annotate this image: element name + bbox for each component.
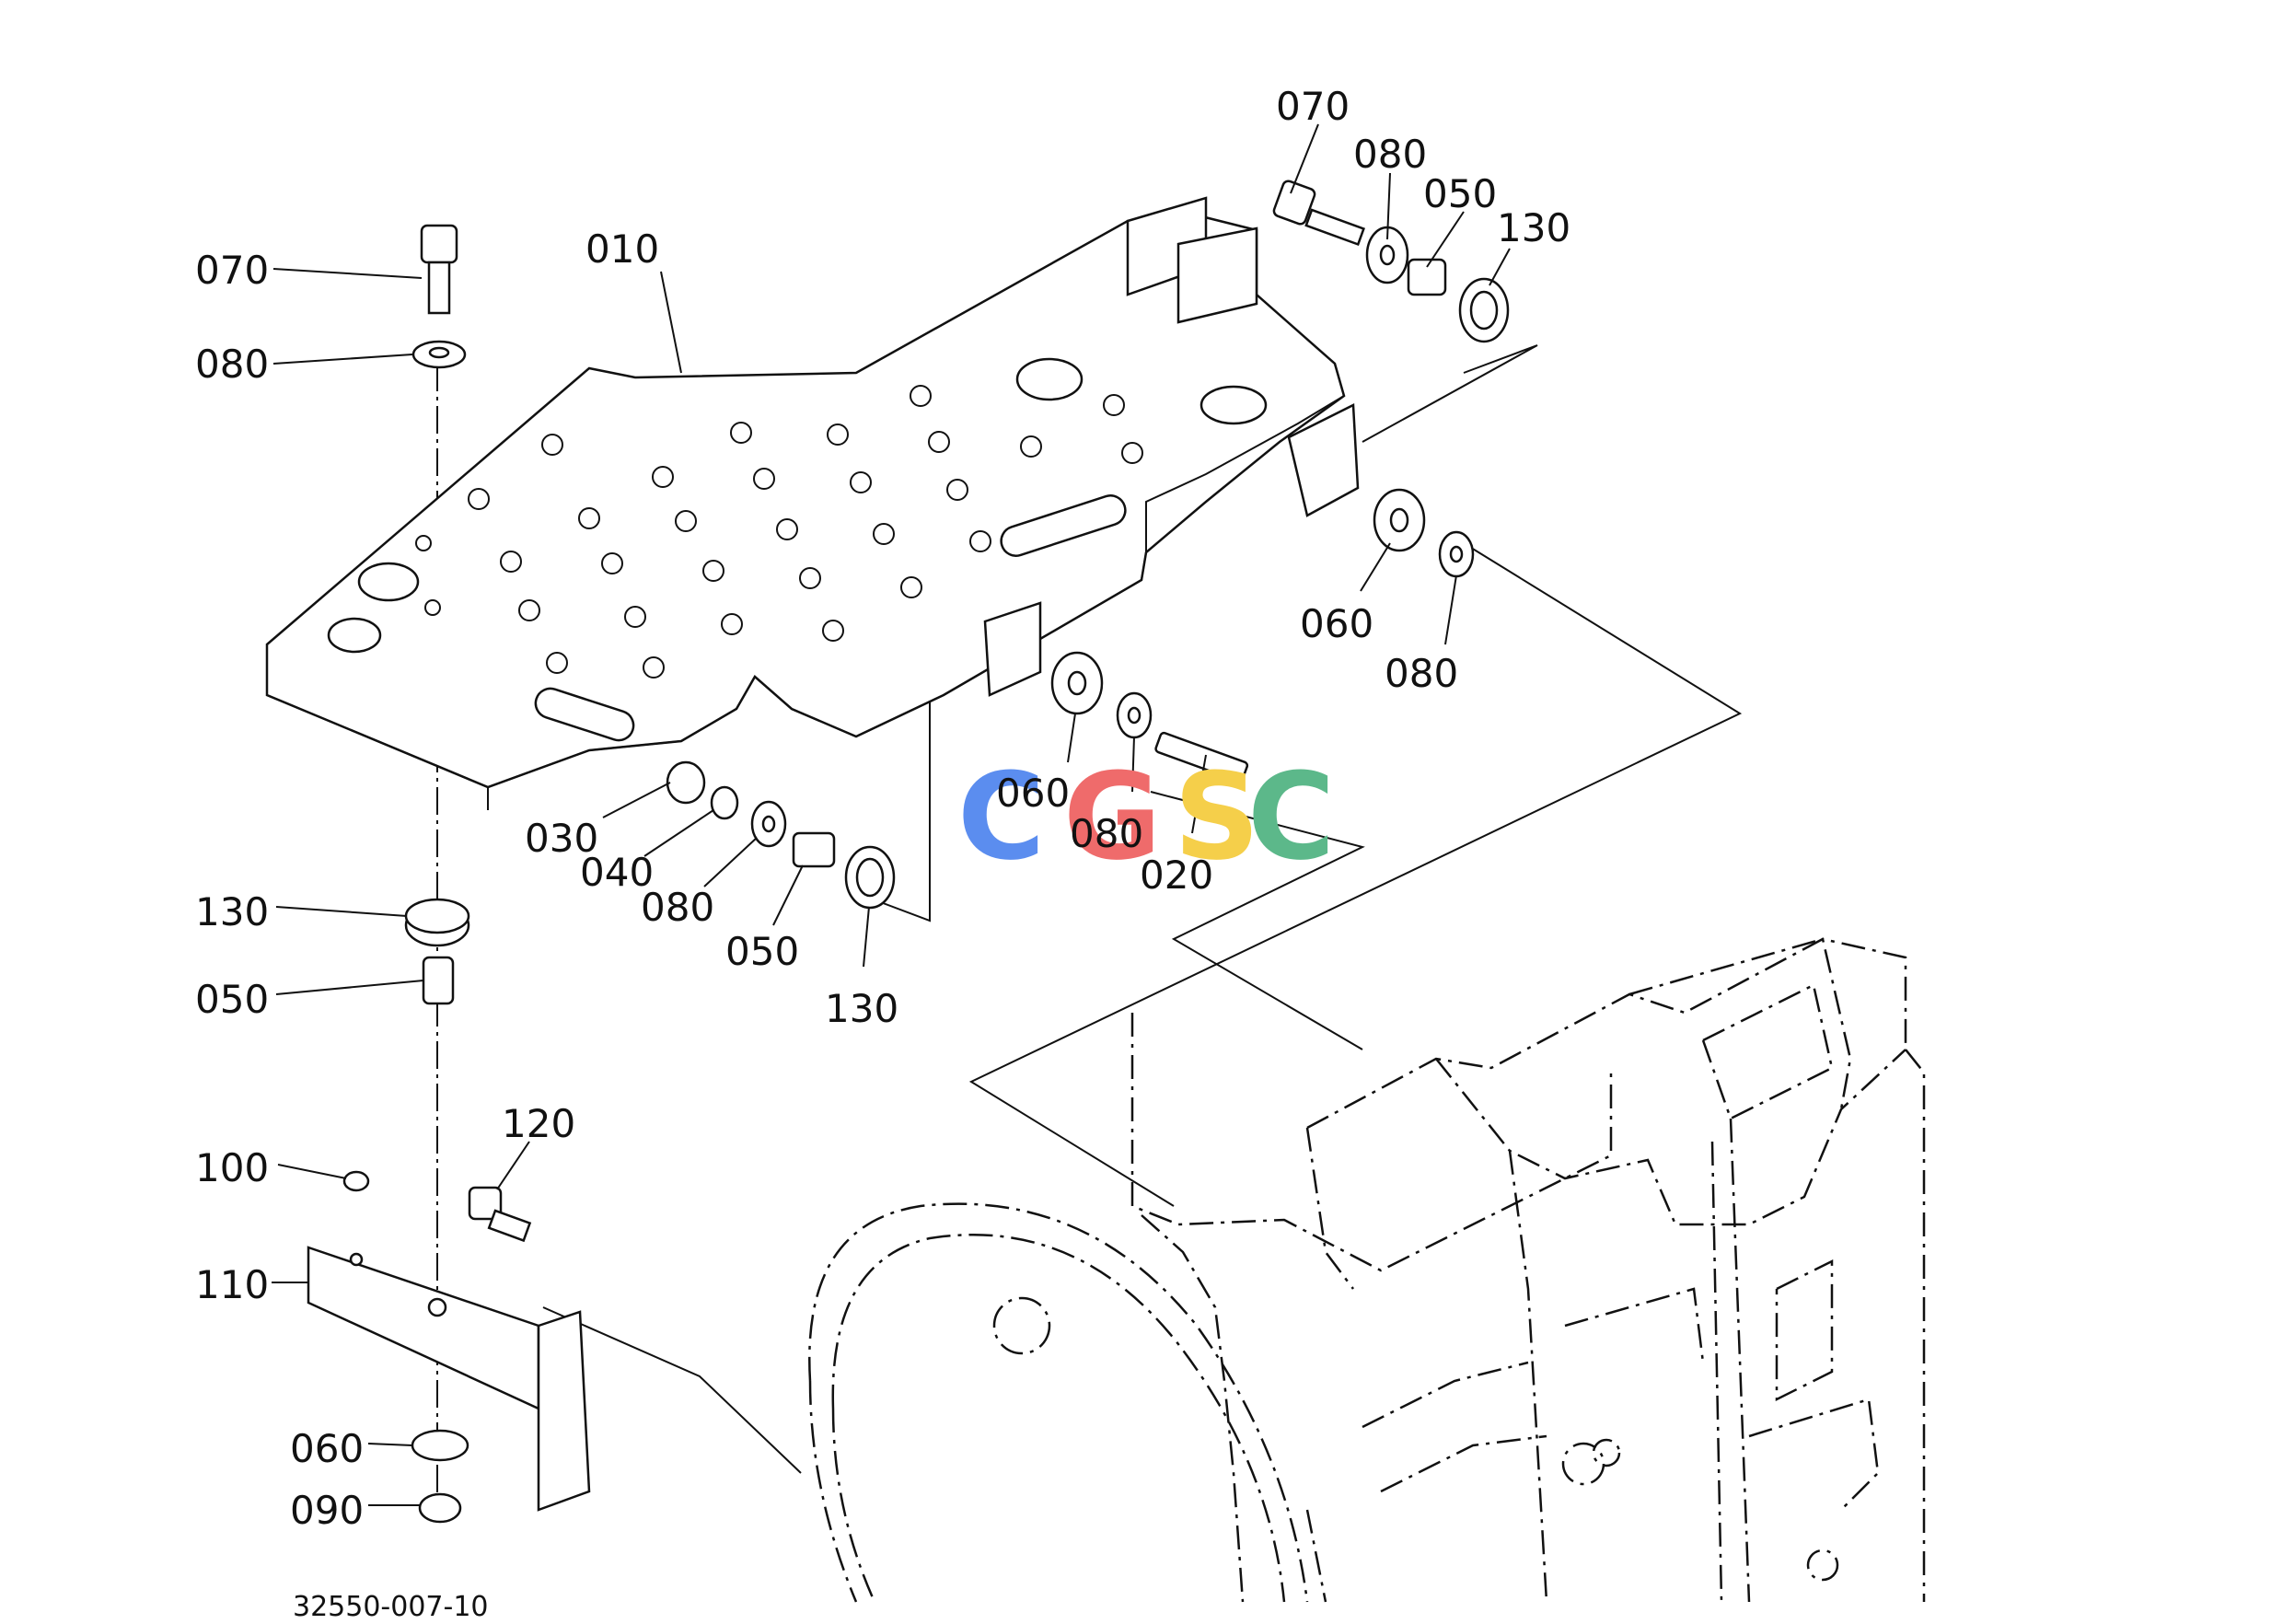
callout-070: 070 (195, 248, 269, 293)
hardware-parts (307, 180, 1510, 1524)
callout-030: 030 (525, 816, 598, 861)
callout-080: 080 (195, 342, 269, 387)
callout-010: 010 (585, 226, 659, 272)
callout-110: 110 (195, 1262, 269, 1307)
callout-050: 050 (1423, 171, 1497, 216)
callout-070: 070 (1276, 84, 1350, 129)
transmission-housing (808, 937, 1926, 1603)
callout-080: 080 (1070, 811, 1143, 856)
watermark: C G S C (957, 747, 1335, 887)
callout-060: 060 (996, 771, 1070, 816)
callout-080: 080 (1385, 651, 1458, 696)
watermark-letter-1: C (957, 747, 1045, 887)
watermark-letter-3: S (1174, 747, 1260, 887)
callout-130: 130 (825, 986, 898, 1031)
callout-130: 130 (195, 889, 269, 934)
drawing-number: 32550-007-10 (293, 1591, 489, 1623)
watermark-letter-4: C (1247, 747, 1335, 887)
watermark-letter-2: G (1063, 747, 1162, 887)
callout-060: 060 (290, 1426, 364, 1471)
floor-plate (265, 196, 1360, 810)
callout-040: 040 (580, 850, 654, 895)
callout-090: 090 (290, 1488, 364, 1533)
callout-130: 130 (1497, 205, 1570, 250)
callout-labels: 070 080 010 070 080 050 130 060 080 060 … (195, 84, 1570, 1533)
callout-020: 020 (1140, 853, 1213, 898)
leader-lines (272, 123, 1511, 1506)
callout-080: 080 (641, 885, 714, 930)
callout-050: 050 (195, 977, 269, 1022)
callout-120: 120 (502, 1101, 575, 1146)
callout-060: 060 (1300, 601, 1373, 646)
callout-050: 050 (725, 929, 799, 974)
callout-100: 100 (195, 1145, 269, 1190)
callout-080: 080 (1353, 132, 1427, 177)
